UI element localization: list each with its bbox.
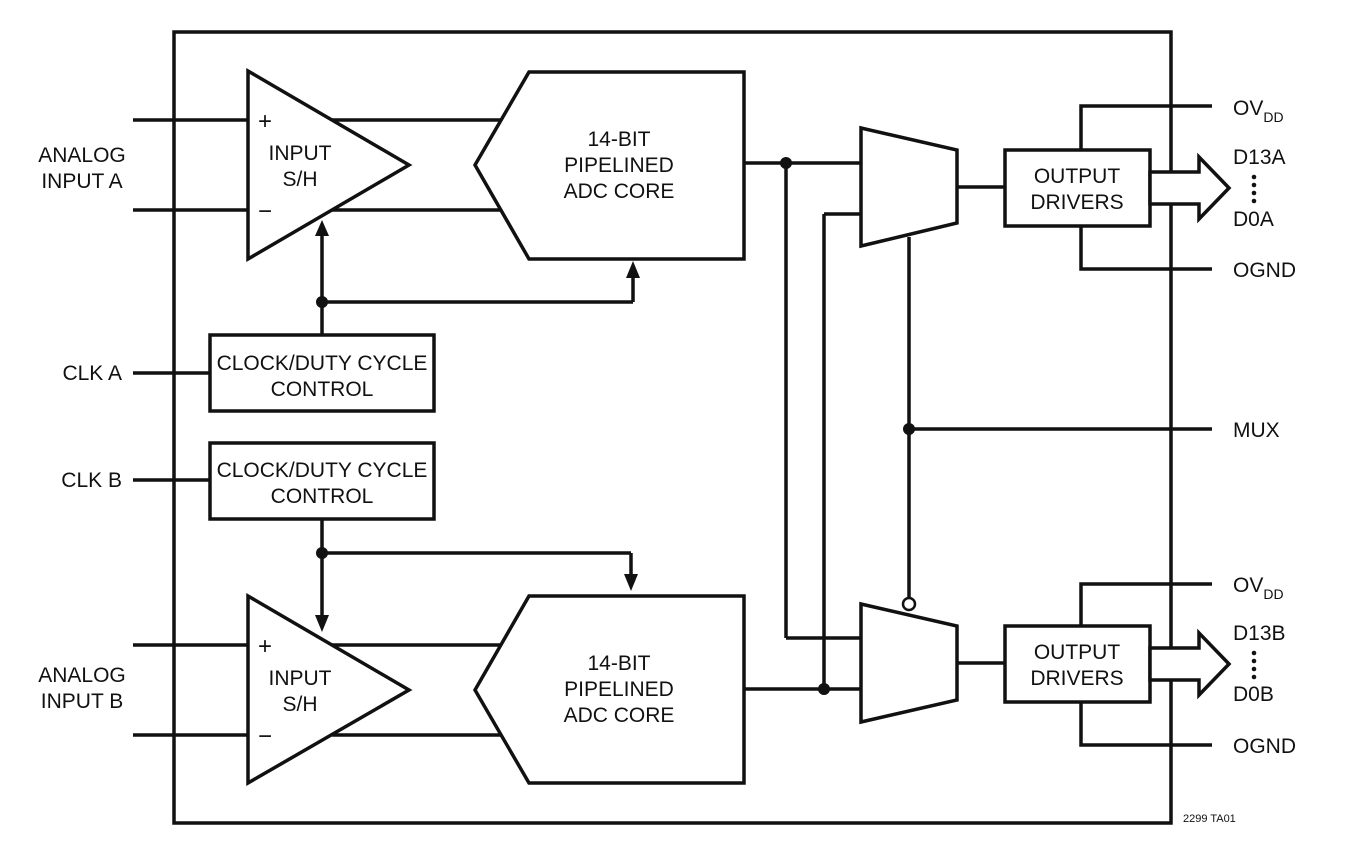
analog-input-a-label-2: INPUT A [41,170,122,193]
sh-a-label-2: S/H [282,168,317,191]
mux-b-invert-bubble [901,596,917,612]
d13a-label: D13A [1233,146,1286,169]
d0a-label: D0A [1233,208,1274,231]
adc-a-label-3: ADC CORE [564,180,675,203]
clk-b-sh-arrow [315,615,329,632]
clk-b-junction [316,547,328,559]
mux-b-icon [859,601,959,725]
clock-b-label-1: CLOCK/DUTY CYCLE [217,459,428,482]
adc-b-label-1: 14-BIT [587,652,650,675]
sh-b-label-2: S/H [282,693,317,716]
ognd-b-label: OGND [1233,735,1296,758]
out-b-label-1: OUTPUT [1034,641,1121,664]
clk-b-label: CLK B [61,469,122,492]
clk-a-sh-arrow [315,220,329,236]
out-a-label-1: OUTPUT [1034,165,1121,188]
adc-a-label-1: 14-BIT [587,128,650,151]
adc-b-junction [818,683,830,695]
clock-a-label-1: CLOCK/DUTY CYCLE [217,352,428,375]
adc-b-label-3: ADC CORE [564,704,675,727]
ovdd-a-label: OVDD [1233,97,1284,125]
sh-a-plus: + [258,108,272,135]
clk-b-adc-arrow [624,574,638,591]
output-bus-b-icon [1148,628,1232,700]
mux-a-icon [859,125,959,249]
ognd-a-label: OGND [1233,259,1296,282]
d13b-label: D13B [1233,622,1286,645]
figure-code: 2299 TA01 [1183,813,1236,825]
sample-hold-b-icon [246,592,413,787]
adc-a-label-2: PIPELINED [564,154,674,177]
adc-a-junction [780,157,792,169]
sh-b-label-1: INPUT [269,667,332,690]
sample-hold-a-icon [246,67,413,263]
sh-a-label-1: INPUT [269,142,332,165]
out-a-label-2: DRIVERS [1030,191,1123,214]
analog-input-b-label-1: ANALOG [38,664,126,687]
adc-core-a [472,70,746,261]
output-drivers-a [1003,148,1152,228]
analog-input-b-label-2: INPUT B [41,690,123,713]
clk-a-adc-arrow [626,261,640,278]
clock-b-label-2: CONTROL [271,485,374,508]
adc-b-label-2: PIPELINED [564,678,674,701]
sh-a-minus: − [258,198,272,225]
clock-a-label-2: CONTROL [271,378,374,401]
output-drivers-b [1003,624,1152,704]
out-b-label-2: DRIVERS [1030,667,1123,690]
ovdd-b-wire [1079,582,1212,626]
d0b-label: D0B [1233,683,1274,706]
clk-a-junction [316,296,328,308]
adc-core-b [472,594,746,785]
mux-label: MUX [1233,419,1280,442]
ovdd-a-wire [1079,104,1212,150]
output-bus-a-icon [1148,152,1232,224]
ovdd-b-label: OVDD [1233,574,1284,602]
sh-b-minus: − [258,723,272,750]
ognd-b-wire [1079,702,1212,747]
ellipsis-b-icon [1251,650,1257,680]
analog-input-a-label-1: ANALOG [38,144,126,167]
ognd-a-wire [1079,226,1212,271]
mux-junction [903,423,915,435]
ellipsis-a-icon [1251,174,1257,204]
sh-b-plus: + [258,633,272,660]
clk-a-label: CLK A [62,362,122,385]
